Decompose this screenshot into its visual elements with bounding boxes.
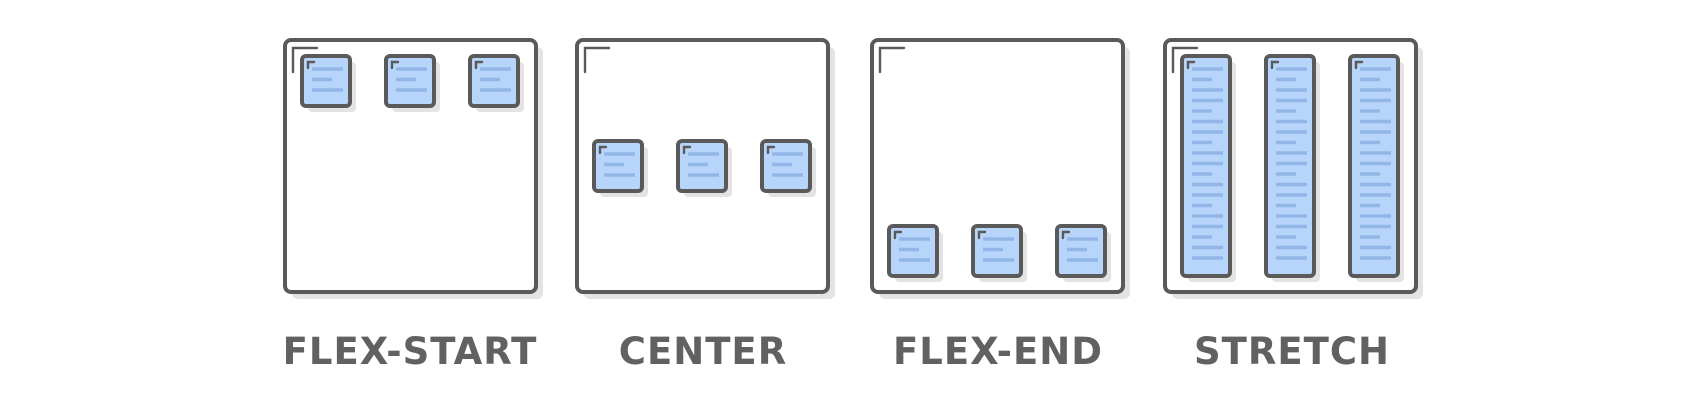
flex-item [300,54,356,112]
labels-layer: FLEX-START CENTER FLEX-END STRETCH [283,330,1390,373]
flex-item [1055,224,1111,282]
flex-item [1348,54,1404,282]
flex-item-corner-mark [682,145,692,155]
container-corner-mark [1171,46,1199,74]
flex-item [971,224,1027,282]
label-flex-start: FLEX-START [283,330,538,373]
flex-item [760,139,816,197]
flex-item [676,139,732,197]
flex-item-corner-mark [1061,230,1071,240]
flex-item-corner-mark [474,60,484,70]
flex-item-corner-mark [893,230,903,240]
container-corner-mark [878,46,906,74]
flex-item-corner-mark [598,145,608,155]
flex-item-corner-mark [306,60,316,70]
flex-item [468,54,524,112]
flex-item-corner-mark [390,60,400,70]
container-corner-mark [291,46,319,74]
flex-item [592,139,648,197]
flex-item-corner-mark [766,145,776,155]
flex-item [384,54,440,112]
label-stretch: STRETCH [1194,330,1390,373]
flex-item-corner-mark [977,230,987,240]
panel-flex-start [283,38,543,299]
flex-item-corner-mark [1186,60,1196,70]
panel-flex-end [870,38,1130,299]
container-corner-mark [583,46,611,74]
panels-layer [283,38,1423,299]
flex-item-corner-mark [1354,60,1364,70]
flex-item [1180,54,1236,282]
label-center: CENTER [619,330,787,373]
flex-item-corner-mark [1270,60,1280,70]
flex-item [887,224,943,282]
panel-center [575,38,835,299]
panel-stretch [1163,38,1423,299]
label-flex-end: FLEX-END [893,330,1103,373]
flex-item [1264,54,1320,282]
